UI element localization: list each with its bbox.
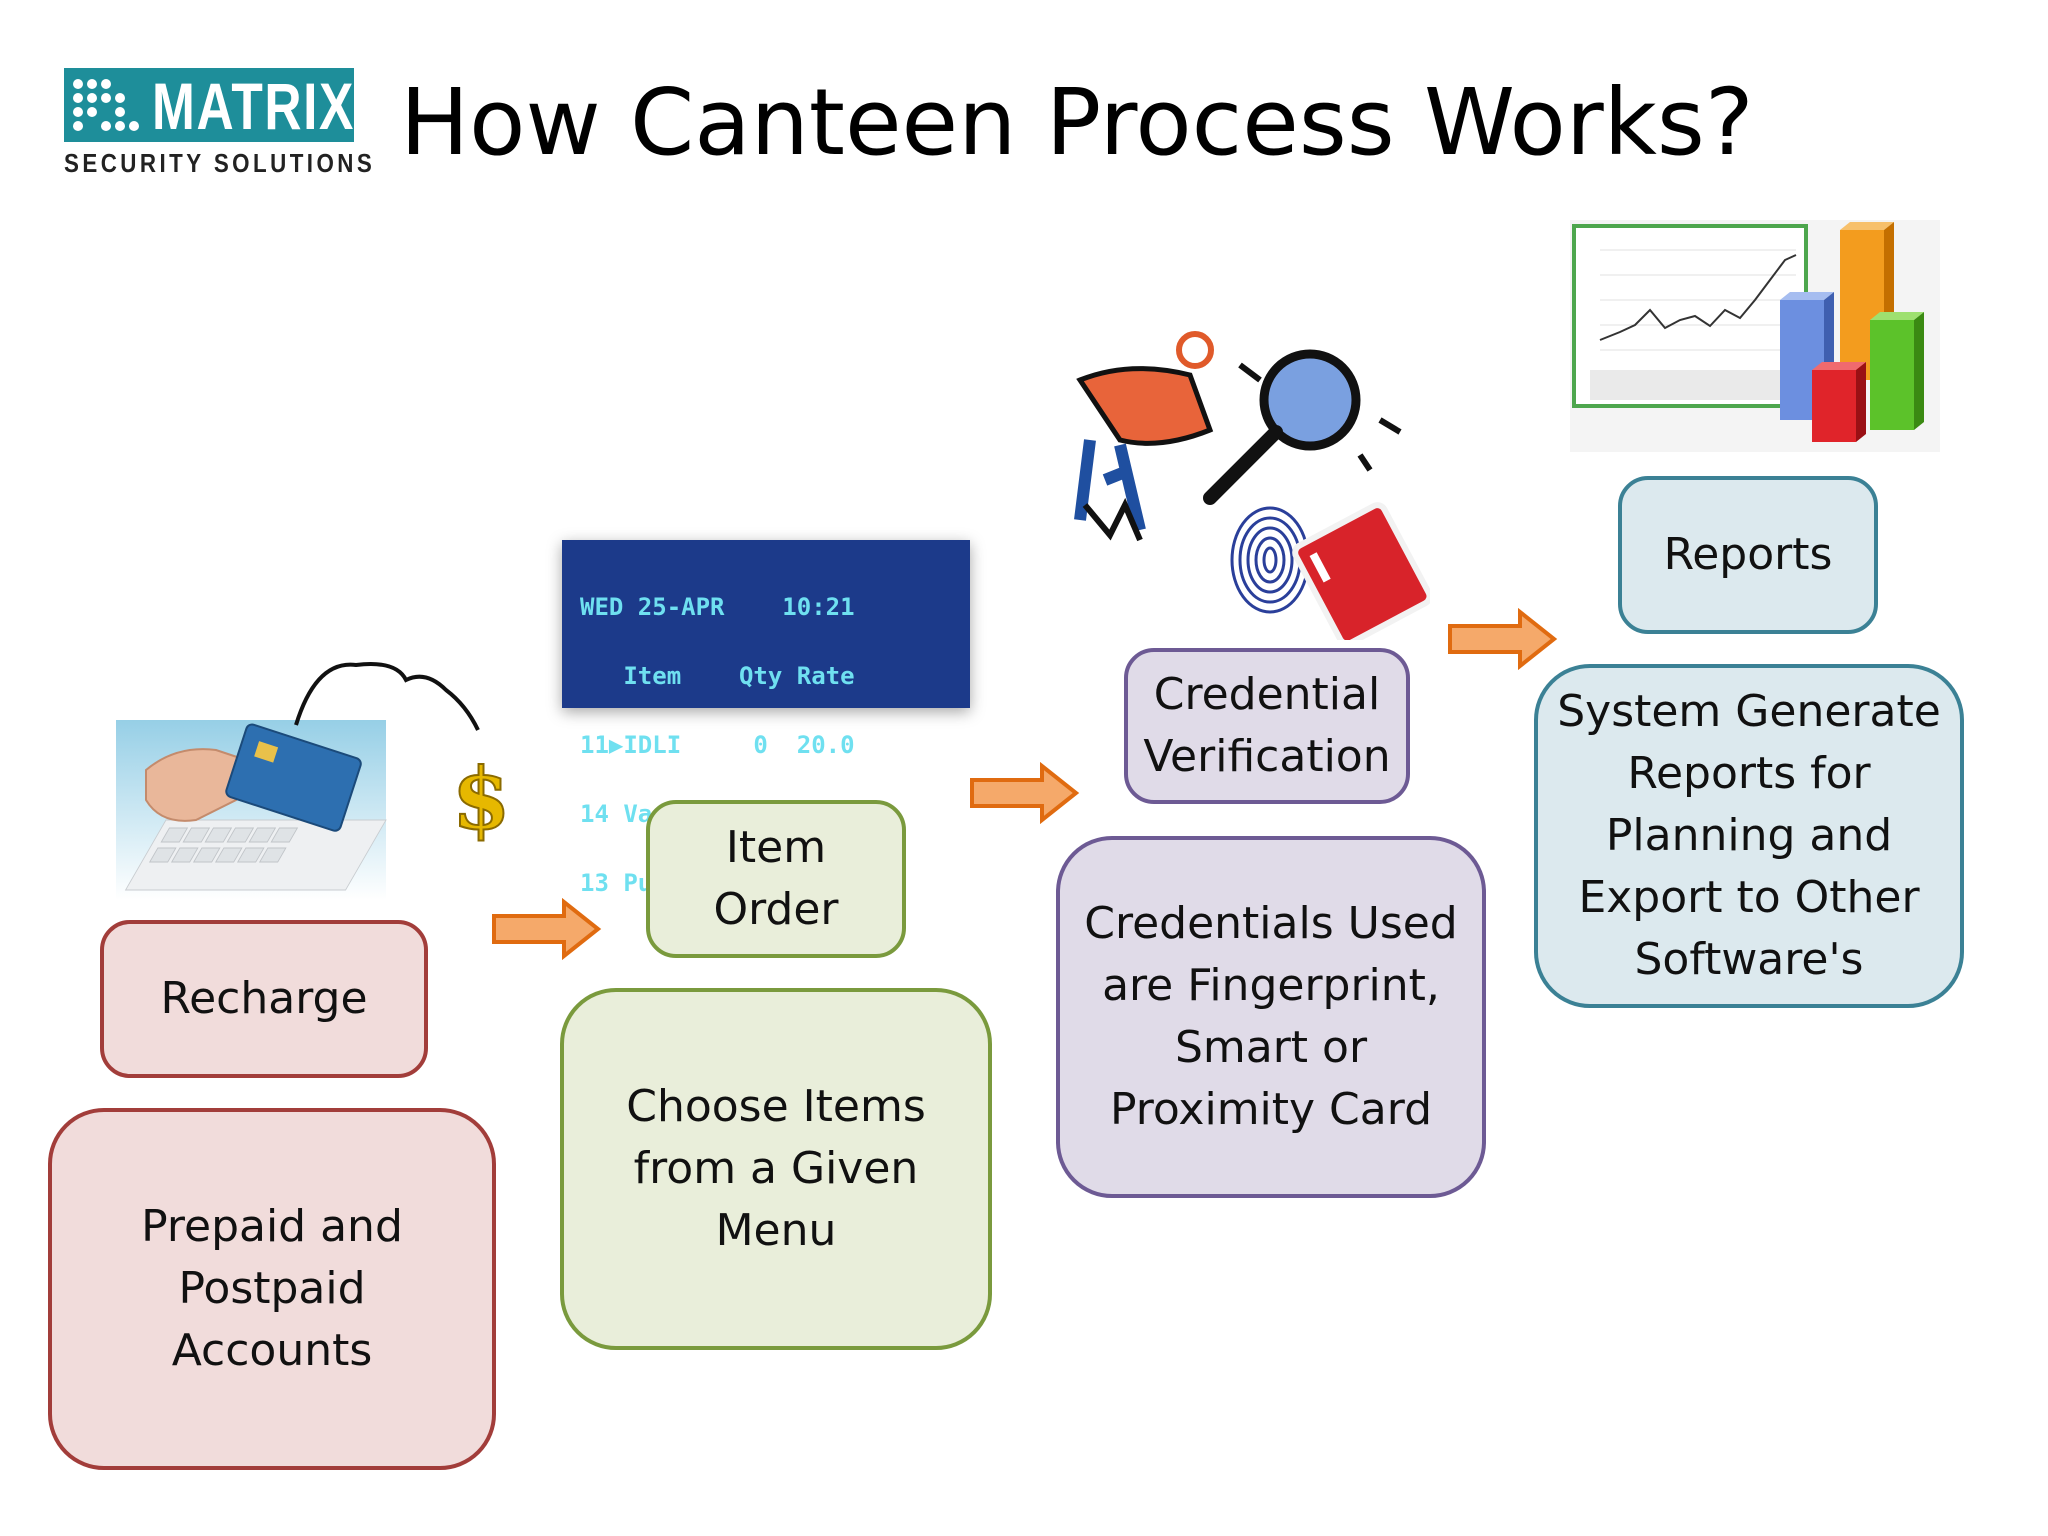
arrow-right-icon [492,898,602,960]
page-title: How Canteen Process Works? [400,69,1754,176]
reports-label-box: Reports [1618,476,1878,634]
reports-detail: System Generate Reports for Planning and… [1557,686,1941,985]
arrow-right-icon [970,762,1080,824]
credential-detail-box: Credentials Used are Fingerprint, Smart … [1056,836,1486,1198]
svg-text:$: $ [452,749,510,848]
recharge-label: Recharge [160,973,368,1024]
item-order-label: Item Order [713,822,839,935]
lcd-line: Item Qty Rate [580,662,855,690]
logo-mark: MATRIX [64,68,355,143]
reports-detail-box: System Generate Reports for Planning and… [1534,664,1964,1008]
lcd-menu-display: WED 25-APR 10:21 Item Qty Rate 11▶IDLI 0… [562,540,970,895]
item-order-detail: Choose Items from a Given Menu [626,1081,926,1256]
logo-dots-icon [73,79,139,131]
matrix-logo: MATRIX SECURITY SOLUTIONS [64,64,376,186]
reports-label: Reports [1663,529,1833,580]
credential-label-box: Credential Verification [1124,648,1410,804]
item-order-detail-box: Choose Items from a Given Menu [560,988,992,1350]
item-order-label-box: Item Order [646,800,906,958]
recharge-illustration: $ [116,662,511,900]
lcd-line: 11▶IDLI 0 20.0 [580,731,855,759]
logo-tagline: SECURITY SOLUTIONS [64,148,376,178]
recharge-detail: Prepaid and Postpaid Accounts [141,1201,403,1376]
credential-detail: Credentials Used are Fingerprint, Smart … [1084,898,1458,1135]
recharge-label-box: Recharge [100,920,428,1078]
credential-illustration [1074,331,1430,640]
logo-brand: MATRIX [152,69,355,143]
arrow-right-icon [1448,608,1558,670]
credential-label: Credential Verification [1143,669,1391,782]
recharge-detail-box: Prepaid and Postpaid Accounts [48,1108,496,1470]
reports-illustration [1570,220,1940,452]
lcd-line: WED 25-APR 10:21 [580,593,855,621]
